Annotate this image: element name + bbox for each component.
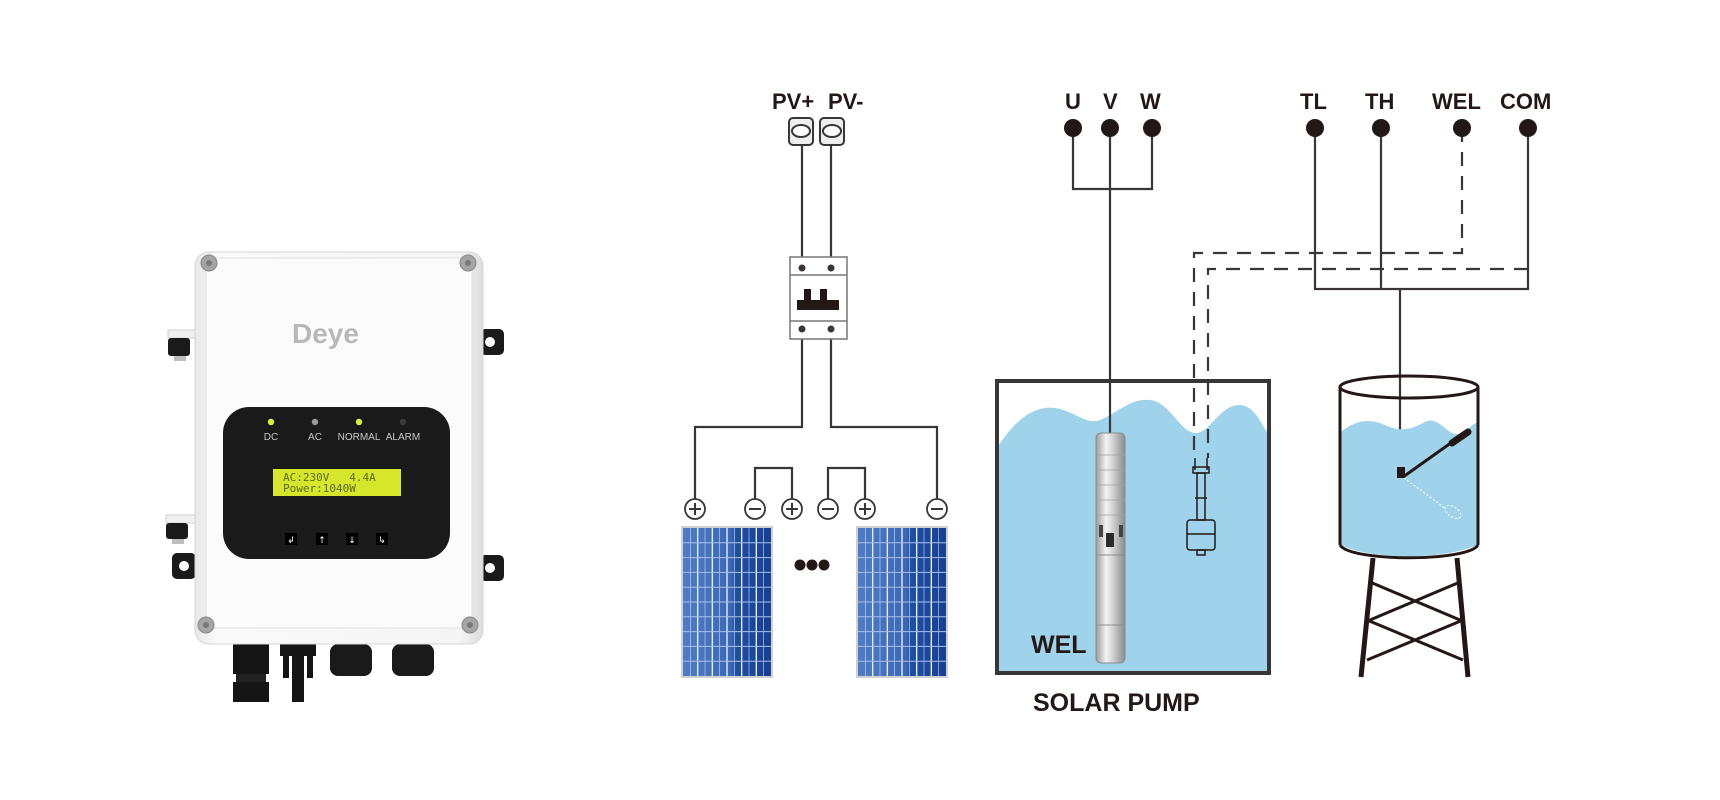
terminal-u-label: U bbox=[1065, 89, 1081, 114]
terminal-v-label: V bbox=[1103, 89, 1118, 114]
cable-gland-2 bbox=[392, 644, 434, 676]
terminal-tl-dot bbox=[1306, 119, 1324, 137]
water-tower bbox=[1338, 374, 1480, 678]
enter-icon: ↳ bbox=[378, 536, 386, 546]
pump-circuit: U V W TL TH WEL COM bbox=[995, 89, 1551, 717]
terminal-com-label: COM bbox=[1500, 89, 1551, 114]
terminal-th-dot bbox=[1372, 119, 1390, 137]
pv-plus-connector-icon bbox=[788, 117, 814, 146]
tank-water bbox=[1341, 420, 1477, 557]
terminal-th-label: TH bbox=[1365, 89, 1394, 114]
led-alarm: ALARM bbox=[386, 418, 420, 443]
cable-gland-1 bbox=[330, 644, 372, 676]
solar-pump-caption: SOLAR PUMP bbox=[1033, 689, 1200, 717]
terminal-wel-dot bbox=[1453, 119, 1471, 137]
inverter: Deye DC AC NORMAL ALARM AC:230V 4.4A Power:… bbox=[165, 251, 504, 702]
screw-icon bbox=[459, 254, 477, 272]
dc-connector-1 bbox=[233, 642, 269, 702]
led-normal: NORMAL bbox=[338, 418, 381, 443]
led-label: ALARM bbox=[386, 432, 420, 443]
down-arrow-icon: ↓ bbox=[348, 536, 356, 546]
terminal-u-dot bbox=[1064, 119, 1082, 137]
dc-connector-2 bbox=[280, 642, 316, 702]
tank-float-switch bbox=[1397, 428, 1472, 520]
return-icon: ↲ bbox=[287, 536, 295, 546]
led-dc: DC bbox=[264, 418, 278, 443]
pv-minus-label: PV- bbox=[828, 89, 863, 114]
pv-plus-label: PV+ bbox=[772, 89, 814, 114]
pv-minus-connector-icon bbox=[819, 117, 845, 146]
led-ac: AC bbox=[308, 418, 322, 443]
negative-terminal-icon bbox=[926, 498, 948, 520]
terminal-tl-label: TL bbox=[1300, 89, 1327, 114]
terminal-wel-label: WEL bbox=[1432, 89, 1481, 114]
solar-panel bbox=[681, 526, 773, 678]
negative-terminal-icon bbox=[744, 498, 766, 520]
right-mount-bracket-bottom bbox=[480, 555, 504, 581]
dc-breaker bbox=[789, 256, 848, 340]
left-mount-bracket bbox=[172, 553, 196, 579]
inverter-button-3[interactable]: ↓ bbox=[346, 533, 358, 546]
positive-terminal-icon bbox=[854, 498, 876, 520]
led-label: NORMAL bbox=[338, 432, 381, 443]
lcd-display bbox=[273, 469, 401, 496]
led-indicator-icon bbox=[311, 418, 319, 426]
terminal-com-dot bbox=[1519, 119, 1537, 137]
terminal-v-dot bbox=[1101, 119, 1119, 137]
screw-icon bbox=[197, 616, 215, 634]
submersible-pump bbox=[1095, 432, 1126, 664]
brand-logo: Deye bbox=[292, 318, 359, 349]
right-mount-bracket-top bbox=[480, 329, 504, 355]
screw-icon bbox=[200, 254, 218, 272]
left-hinge-top bbox=[167, 329, 199, 361]
well-label: WEL bbox=[1031, 631, 1087, 659]
positive-terminal-icon bbox=[781, 498, 803, 520]
inverter-button-4[interactable]: ↳ bbox=[376, 533, 388, 546]
led-label: AC bbox=[308, 432, 322, 443]
pv-circuit: PV+ PV- bbox=[681, 89, 948, 678]
led-indicator-icon bbox=[267, 418, 275, 426]
well-float-switch bbox=[1186, 458, 1216, 556]
led-label: DC bbox=[264, 432, 278, 443]
lcd-line-2: Power:1040W bbox=[283, 482, 356, 495]
up-arrow-icon: ↑ bbox=[318, 536, 326, 546]
left-hinge-bottom bbox=[165, 514, 197, 544]
led-indicator-icon bbox=[355, 418, 363, 426]
positive-terminal-icon bbox=[684, 498, 706, 520]
inverter-button-2[interactable]: ↑ bbox=[316, 533, 328, 546]
screw-icon bbox=[461, 616, 479, 634]
terminal-w-dot bbox=[1143, 119, 1161, 137]
lcd-line-1: AC:230V 4.4A bbox=[283, 471, 376, 484]
led-indicator-icon bbox=[399, 418, 407, 426]
more-panels-ellipsis bbox=[794, 559, 830, 571]
terminal-w-label: W bbox=[1140, 89, 1161, 114]
negative-terminal-icon bbox=[817, 498, 839, 520]
inverter-button-1[interactable]: ↲ bbox=[285, 533, 297, 546]
solar-panel bbox=[856, 526, 948, 678]
